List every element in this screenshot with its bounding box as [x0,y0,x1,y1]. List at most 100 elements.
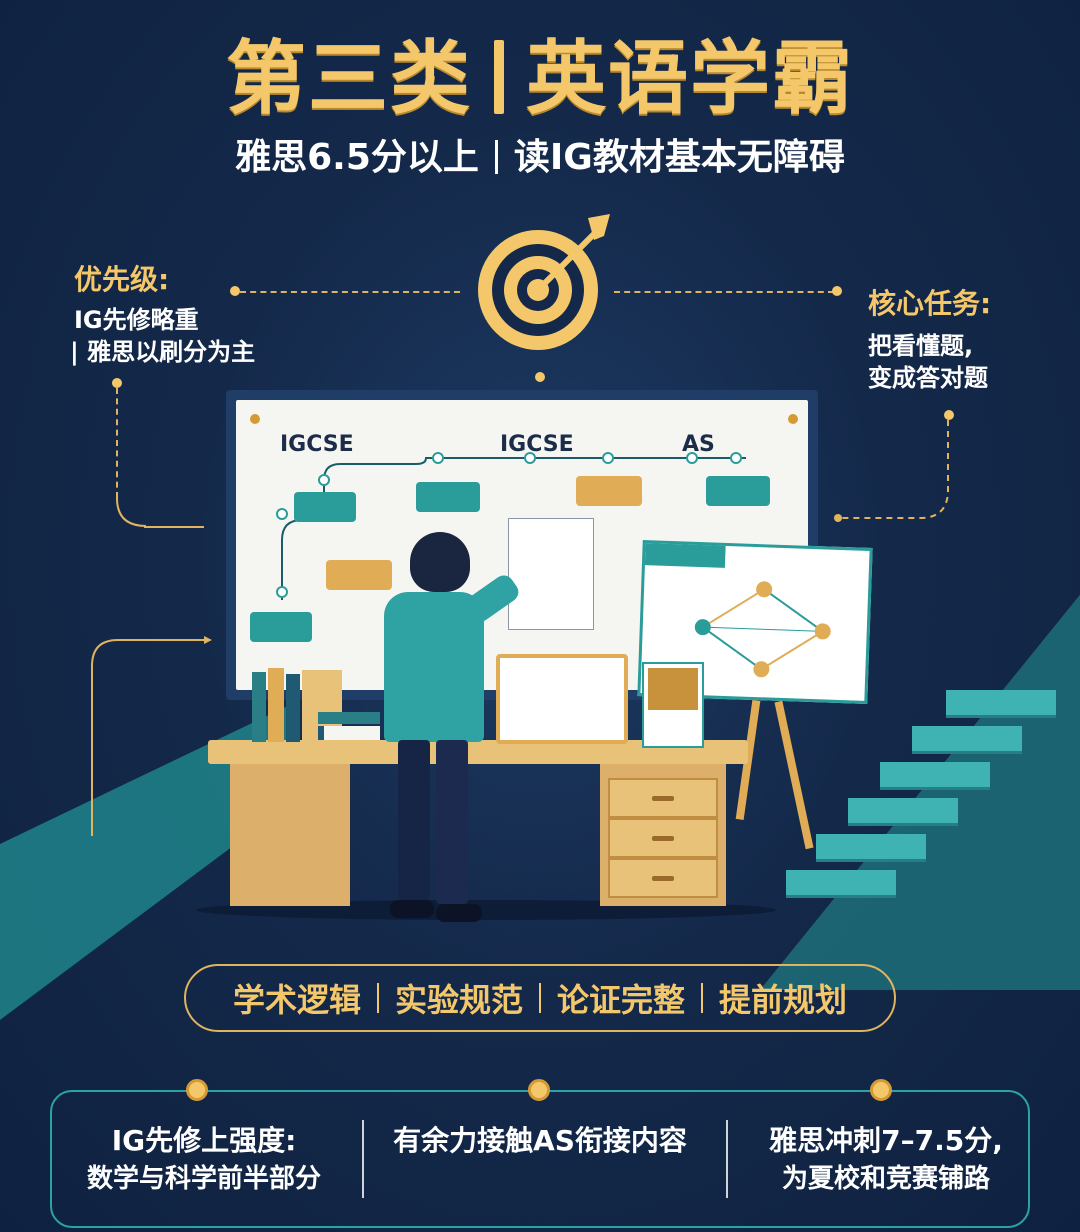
subtitle-divider [494,140,498,174]
whiteboard: IGCSE IGCSE AS [226,390,818,700]
panel-col2-line1: 有余力接触AS衔接内容 [393,1124,687,1157]
stair-step [912,726,1022,754]
panel-divider [726,1120,728,1198]
stair-step [880,762,990,790]
desk-drawer [608,858,718,898]
student-hair [410,532,470,592]
desk-side-panel [230,764,350,906]
easel-chart [637,540,873,704]
drawer-handle [652,876,674,881]
left-note-heading: 优先级: [74,263,170,296]
keyword-pill: 学术逻辑 实验规范 论证完整 提前规划 [184,964,896,1032]
keyword-divider [539,983,541,1013]
desk-card-image [648,668,698,710]
keyword-item: 学术逻辑 [232,981,361,1019]
left-note-line1: IG先修略重 [74,306,199,334]
roadmap-node [276,508,288,520]
stair-step [848,798,958,826]
book [286,674,300,742]
stair-step [946,690,1056,718]
desk-drawer [608,778,718,818]
panel-marker-dot [186,1079,208,1101]
right-lower-dot [944,410,954,420]
title-divider [494,40,504,114]
panel-column-2: 有余力接触AS衔接内容 [380,1122,700,1160]
left-bottom-connector [91,636,212,836]
panel-column-1: IG先修上强度: 数学与科学前半部分 [54,1122,354,1198]
stair-step [816,834,926,862]
keyword-divider [701,983,704,1013]
roadmap-node [318,474,330,486]
roadmap-node [730,452,742,464]
left-connector-line [240,291,460,293]
desk-tablet [496,654,628,744]
target-anchor-dot [535,372,545,382]
book [252,672,266,742]
student-leg [398,740,430,900]
stair-step [786,870,896,898]
right-note-line2: 变成答对题 [868,364,988,392]
right-note-line1: 把看懂题, [868,332,974,360]
easel-chart-header [644,543,726,568]
worksheet-paper [508,518,594,630]
right-note: 核心任务: 把看懂题, 变成答对题 [868,282,991,394]
roadmap-card [326,560,392,590]
roadmap-node [276,586,288,598]
roadmap-card [706,476,770,506]
title-left: 第三类 [226,32,472,125]
page-title: 第三类英语学霸 [0,14,1080,130]
easel-leg [774,700,814,850]
board-label-igcse-2: IGCSE [500,432,574,457]
page-subtitle: 雅思6.5分以上读IG教材基本无障碍 [0,128,1080,180]
drawer-handle [652,836,674,841]
panel-divider [362,1120,364,1198]
left-connector-dot [230,286,240,296]
left-note-line2: | 雅思以刷分为主 [70,338,256,366]
title-right: 英语学霸 [526,32,854,125]
panel-col3-line1: 雅思冲刺7–7.5分, [769,1124,1003,1157]
board-pin-left [250,414,260,424]
roadmap-node [524,452,536,464]
left-curve-connector [116,498,147,527]
board-pin-right [788,414,798,424]
panel-column-3: 雅思冲刺7–7.5分, 为夏校和竞赛铺路 [736,1122,1036,1198]
panel-marker-dot [870,1079,892,1101]
panel-col1-line1: IG先修上强度: [111,1124,297,1157]
panel-col1-line2: 数学与科学前半部分 [86,1164,321,1194]
desk-card [642,662,704,748]
board-label-igcse-1: IGCSE [280,432,354,457]
student-leg [436,740,468,904]
student-shoe [390,900,434,918]
roadmap-node [686,452,698,464]
desk-drawer [608,818,718,858]
student-shoe [436,904,482,922]
keyword-item: 实验规范 [394,981,523,1019]
roadmap-node [602,452,614,464]
roadmap-card [294,492,356,522]
roadmap-path [281,457,746,600]
target-icon [478,214,610,350]
book-stack [318,712,380,724]
left-note: 优先级: IG先修略重 | 雅思以刷分为主 [70,258,255,368]
keyword-divider [376,983,379,1013]
drawer-handle [652,796,674,801]
book-stack [318,726,380,740]
panel-col3-line2: 为夏校和竞赛铺路 [781,1164,990,1194]
right-lower-connector [834,420,949,522]
argument-diagram [694,581,831,678]
left-lower-arrow [144,526,204,528]
left-lower-line-v [116,388,118,498]
subtitle-right: 读IG教材基本无障碍 [513,137,845,178]
right-note-heading: 核心任务: [868,287,992,320]
panel-marker-dot [528,1079,550,1101]
book [268,668,284,742]
student-torso [384,592,484,742]
roadmap-card [250,612,312,642]
right-connector-line [614,291,834,293]
roadmap-card [576,476,642,506]
right-connector-dot [832,286,842,296]
left-lower-dot [112,378,122,388]
subtitle-left: 雅思6.5分以上 [235,137,479,178]
keyword-item: 提前规划 [719,981,848,1019]
roadmap-card [416,482,480,512]
